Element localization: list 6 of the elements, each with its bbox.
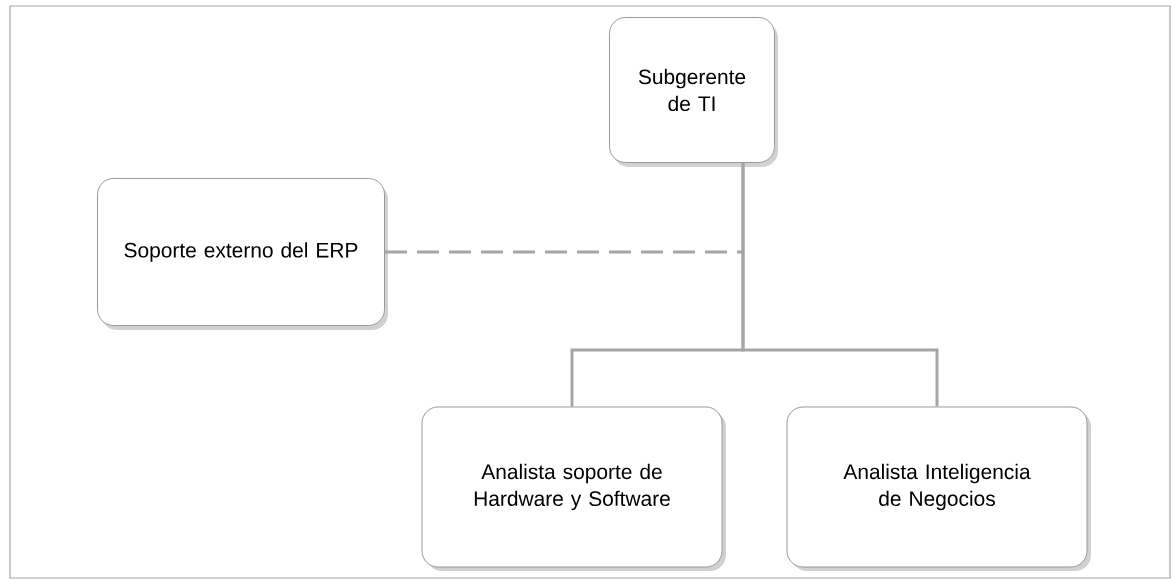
connector-line xyxy=(741,163,939,407)
org-box: Subgerente de TI xyxy=(609,17,775,163)
org-box: Analista soporte de Hardware y Software xyxy=(421,406,723,568)
connector-line xyxy=(385,250,743,254)
org-box: Soporte externo del ERP xyxy=(97,178,385,326)
org-box: Analista Inteligencia de Negocios xyxy=(786,406,1088,568)
